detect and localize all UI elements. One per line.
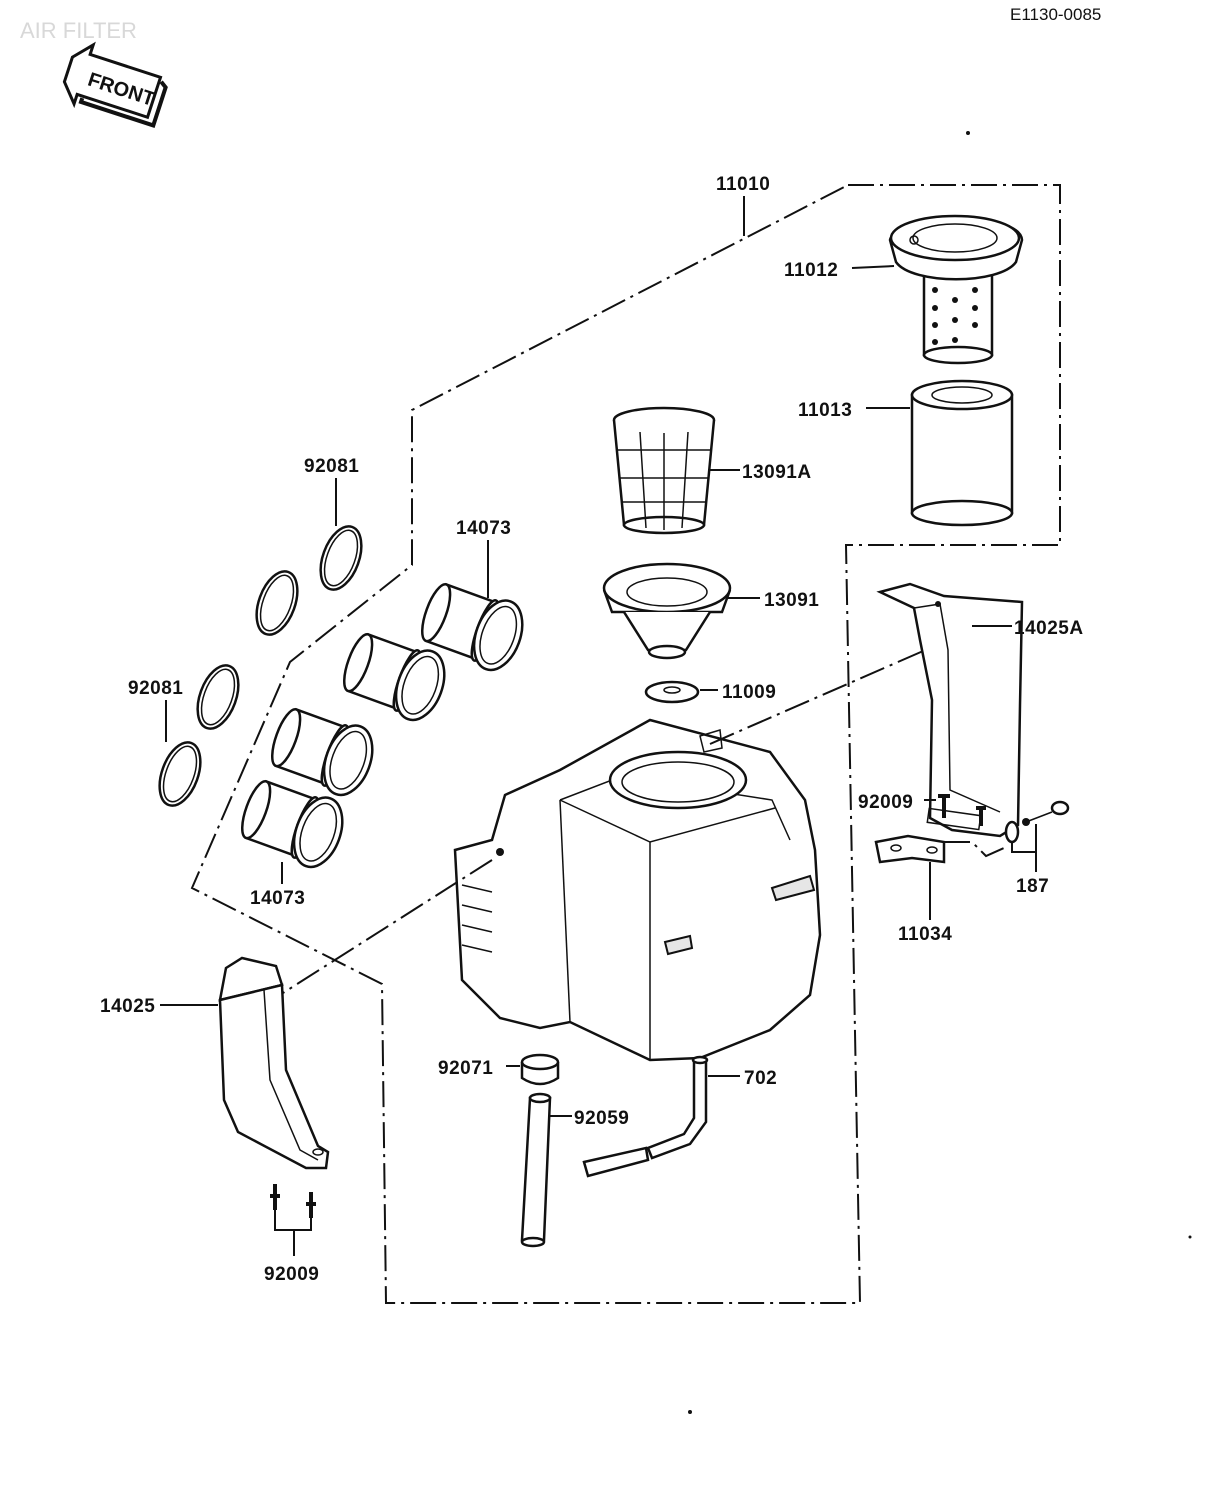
label-702: 702 xyxy=(744,1068,777,1089)
label-11034: 11034 xyxy=(898,924,952,945)
screw-icon xyxy=(270,1184,316,1218)
filter-element-11013 xyxy=(910,379,1014,527)
leader-92009-left xyxy=(274,1210,312,1256)
filter-base-13091 xyxy=(602,562,732,660)
filter-cage-13091A xyxy=(612,406,716,535)
diagram-title: AIR FILTER xyxy=(20,18,137,43)
scan-speck xyxy=(1188,1235,1192,1239)
label-11012: 11012 xyxy=(784,260,838,281)
washer-11009 xyxy=(644,680,700,704)
intake-boot-14073 xyxy=(241,582,524,869)
label-187: 187 xyxy=(1016,876,1049,897)
label-92009-right: 92009 xyxy=(858,792,913,813)
bracket-14025A xyxy=(876,582,1024,838)
plate-11034 xyxy=(874,834,946,864)
label-92081-left: 92081 xyxy=(128,678,183,699)
label-14073-bottom: 14073 xyxy=(250,888,305,909)
leader-housing-14025 xyxy=(271,859,493,1001)
label-14025A: 14025A xyxy=(1014,618,1084,639)
label-92071: 92071 xyxy=(438,1058,493,1079)
air-box-housing xyxy=(453,718,822,1062)
label-13091A: 13091A xyxy=(742,462,812,483)
diagram-code: E1130-0085 xyxy=(1010,5,1101,24)
leader-187 xyxy=(1011,824,1037,872)
label-14073-top: 14073 xyxy=(456,518,511,539)
screw-icon xyxy=(938,794,986,826)
assembly-boundary xyxy=(190,184,1061,1304)
cap-11012 xyxy=(888,214,1024,365)
label-92059: 92059 xyxy=(574,1108,629,1129)
plug-92071 xyxy=(520,1053,560,1086)
label-14025: 14025 xyxy=(100,996,155,1017)
scan-speck xyxy=(966,131,970,135)
scan-speck xyxy=(688,1410,692,1414)
label-11013: 11013 xyxy=(798,400,852,421)
label-11009: 11009 xyxy=(722,682,776,703)
label-11010: 11010 xyxy=(716,174,770,195)
label-92081-top: 92081 xyxy=(304,456,359,477)
leader-11034-bolt xyxy=(944,841,1005,858)
breather-hose-702 xyxy=(582,1055,709,1178)
bracket-14025 xyxy=(218,956,330,1170)
label-92009-left: 92009 xyxy=(264,1264,319,1285)
label-13091: 13091 xyxy=(764,590,819,611)
drain-tube-92059 xyxy=(520,1092,552,1248)
leader-11012 xyxy=(851,265,895,269)
o-ring-92081 xyxy=(158,525,363,807)
front-arrow-icon: FRONT xyxy=(62,41,168,128)
